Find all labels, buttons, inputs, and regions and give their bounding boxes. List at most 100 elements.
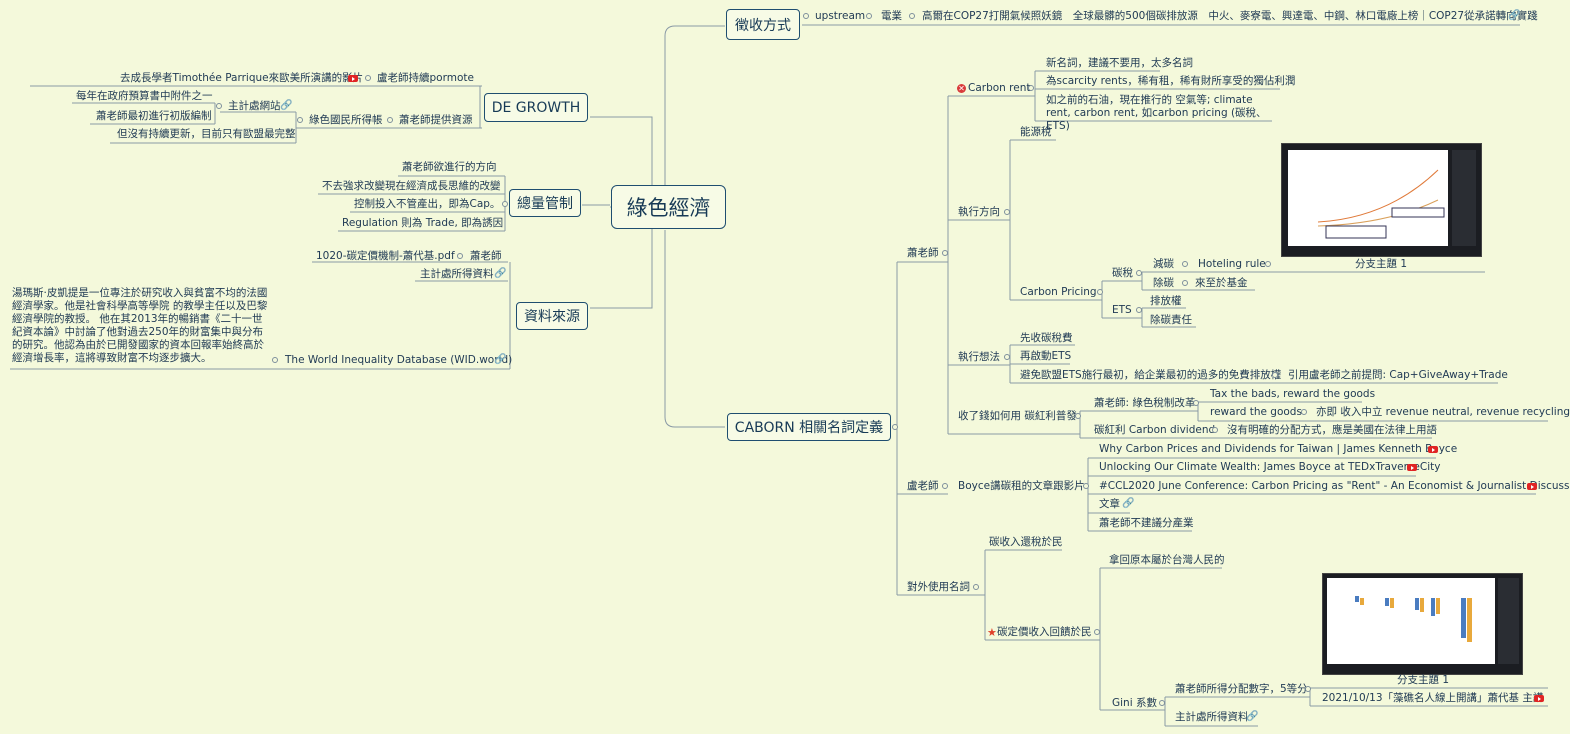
node-subtopic-1b[interactable]: 分支主題 1 xyxy=(1397,674,1450,686)
node-use-money[interactable]: 收了錢如何用 碳紅利普發 xyxy=(958,410,1077,422)
link-icon[interactable]: 🔗 xyxy=(1122,498,1135,509)
node-power-industry[interactable]: 電業 xyxy=(881,10,902,22)
collapse-dot[interactable] xyxy=(866,13,872,19)
node-return-tax[interactable]: 碳收入還稅於民 xyxy=(989,536,1063,548)
node-reward-goods[interactable]: reward the goods xyxy=(1210,406,1302,418)
node-gini-dgbas[interactable]: 主計處所得資料 xyxy=(1175,711,1249,723)
node-idea[interactable]: 執行想法 xyxy=(958,351,1000,363)
node-tax-bads[interactable]: Tax the bads, reward the goods xyxy=(1210,388,1376,400)
collapse-dot[interactable] xyxy=(1272,372,1278,378)
collapse-dot[interactable] xyxy=(1305,686,1311,692)
link-icon[interactable]: 🔗 xyxy=(1246,711,1259,722)
collapse-dot[interactable] xyxy=(1004,209,1010,215)
collapse-dot[interactable] xyxy=(1097,289,1103,295)
node-dgbas-income[interactable]: 主計處所得資料 xyxy=(420,268,494,280)
collapse-dot[interactable] xyxy=(973,584,979,590)
youtube-icon[interactable] xyxy=(1407,464,1417,471)
youtube-icon[interactable] xyxy=(1428,446,1438,453)
collapse-dot[interactable] xyxy=(909,13,915,19)
node-carbon-rent[interactable]: Carbon rent xyxy=(968,82,1031,94)
node-gini[interactable]: Gini 系數 xyxy=(1112,697,1157,709)
collapse-dot[interactable] xyxy=(1136,307,1142,313)
collapse-dot[interactable] xyxy=(892,424,898,430)
node-hotelling[interactable]: Hoteling rule xyxy=(1198,258,1266,270)
node-cap-2[interactable]: 不去強求改變現在經濟成長思維的改變 xyxy=(322,180,501,192)
branch-sources[interactable]: 資料來源 xyxy=(516,302,588,330)
branch-carbon-terms[interactable]: CABORN 相關名詞定義 xyxy=(727,413,891,441)
node-cr-new-term[interactable]: 新名詞，建議不要用，太多名詞 xyxy=(1046,57,1193,69)
node-dividend[interactable]: 碳紅利 Carbon dividend xyxy=(1094,424,1216,436)
node-reform[interactable]: 蕭老師: 綠色稅制改革 xyxy=(1094,397,1196,409)
collapse-dot[interactable] xyxy=(1028,85,1034,91)
node-parrique-video[interactable]: 去成長學者Timothée Parrique來歐美所演講的影片 xyxy=(120,72,364,84)
node-cr-scarcity[interactable]: 為scarcity rents，稀有租，稀有財所享受的獨佔利潤 xyxy=(1046,75,1296,87)
node-gini-quintile[interactable]: 蕭老師所得分配數字，5等分 xyxy=(1175,683,1308,695)
youtube-icon[interactable] xyxy=(1534,695,1544,702)
link-icon[interactable]: 🔗 xyxy=(280,100,293,111)
slide-thumbnail[interactable] xyxy=(1281,143,1482,257)
node-upstream[interactable]: upstream xyxy=(815,10,866,22)
node-revenue-return[interactable]: 碳定價收入回饋於民 xyxy=(997,626,1092,638)
node-no-industry[interactable]: 蕭老師不建議分產業 xyxy=(1099,517,1194,529)
collapse-dot[interactable] xyxy=(1136,270,1142,276)
node-idea-2[interactable]: 再啟動ETS xyxy=(1020,350,1072,362)
node-green-gnp[interactable]: 綠色國民所得帳 xyxy=(309,114,383,126)
collapse-dot[interactable] xyxy=(1301,409,1307,415)
collapse-dot[interactable] xyxy=(365,75,371,81)
link-icon[interactable]: 🔗 xyxy=(494,268,507,279)
collapse-dot[interactable] xyxy=(803,13,809,19)
node-gini-lecture[interactable]: 2021/10/13「藻礁名人線上開講」蕭代基 主講 xyxy=(1322,692,1544,704)
node-cap-3[interactable]: 控制投入不管產出，即為Cap。 xyxy=(354,198,501,210)
node-video-3[interactable]: #CCL2020 June Conference: Carbon Pricing… xyxy=(1099,480,1570,492)
node-wid[interactable]: The World Inequality Database (WID.world… xyxy=(285,354,513,366)
node-idea-3b[interactable]: 引用盧老師之前提問: Cap+GiveAway+Trade xyxy=(1288,369,1508,381)
collapse-dot[interactable] xyxy=(387,117,393,123)
collapse-dot[interactable] xyxy=(1212,427,1218,433)
node-lu-promote[interactable]: 盧老師持續pormote xyxy=(377,72,474,84)
branch-cap[interactable]: 總量管制 xyxy=(509,189,581,217)
collapse-dot[interactable] xyxy=(297,117,303,123)
node-permit[interactable]: 排放權 xyxy=(1150,295,1182,307)
node-not-updated[interactable]: 但沒有持續更新，目前只有歐盟最完整 xyxy=(117,128,296,140)
collapse-dot[interactable] xyxy=(942,483,948,489)
node-video-2[interactable]: Unlocking Our Climate Wealth: James Boyc… xyxy=(1099,461,1441,473)
collapse-dot[interactable] xyxy=(1193,400,1199,406)
node-article[interactable]: 文章 xyxy=(1099,498,1120,510)
branch-collection-method[interactable]: 徵收方式 xyxy=(726,9,800,40)
node-external-terms[interactable]: 對外使用名詞 xyxy=(907,581,970,593)
youtube-icon[interactable] xyxy=(1527,483,1537,490)
node-remove[interactable]: 除碳 xyxy=(1153,277,1174,289)
collapse-dot[interactable] xyxy=(1094,629,1100,635)
collapse-dot[interactable] xyxy=(942,250,948,256)
node-dgbas-site[interactable]: 主計處網站 xyxy=(228,100,281,112)
node-cop27-link[interactable]: 高爾在COP27打開氣候照妖鏡 全球最髒的500個碳排放源 中火、麥寮電、興達電… xyxy=(922,10,1538,22)
node-budget-annex[interactable]: 每年在政府預算書中附件之一 xyxy=(76,90,213,102)
collapse-dot[interactable] xyxy=(216,103,222,109)
node-removal-duty[interactable]: 除碳責任 xyxy=(1150,314,1192,326)
branch-degrowth[interactable]: DE GROWTH xyxy=(484,93,588,122)
link-icon[interactable]: 🔗 xyxy=(1508,10,1521,21)
link-icon[interactable]: 🔗 xyxy=(494,354,507,365)
node-energy-tax[interactable]: 能源稅 xyxy=(1020,126,1052,138)
node-ets[interactable]: ETS xyxy=(1112,304,1132,316)
node-take-back[interactable]: 拿回原本屬於台灣人民的 xyxy=(1109,554,1225,566)
collapse-dot[interactable] xyxy=(1265,261,1271,267)
node-revenue-neutral[interactable]: 亦即 收入中立 revenue neutral, revenue recycli… xyxy=(1316,406,1570,418)
node-xiao-teacher[interactable]: 蕭老師 xyxy=(470,250,502,262)
node-xiao-first-edition[interactable]: 蕭老師最初進行初版編制 xyxy=(96,110,212,122)
node-carbon-pricing[interactable]: Carbon Pricing xyxy=(1020,286,1097,298)
youtube-icon[interactable] xyxy=(348,75,358,82)
collapse-dot[interactable] xyxy=(457,253,463,259)
node-fund[interactable]: 來至於基金 xyxy=(1195,277,1248,289)
node-pdf[interactable]: 1020-碳定價機制-蕭代基.pdf xyxy=(316,250,455,262)
node-carbon-tax[interactable]: 碳稅 xyxy=(1112,267,1133,279)
collapse-dot[interactable] xyxy=(1075,413,1081,419)
slide-thumbnail[interactable] xyxy=(1322,573,1523,675)
collapse-dot[interactable] xyxy=(1083,483,1089,489)
node-boyce[interactable]: Boyce講碳租的文章跟影片 xyxy=(958,480,1085,492)
collapse-dot[interactable] xyxy=(1159,700,1165,706)
node-xiao[interactable]: 蕭老師 xyxy=(907,247,939,259)
node-subtopic-1[interactable]: 分支主題 1 xyxy=(1355,258,1408,270)
node-idea-1[interactable]: 先收碳稅費 xyxy=(1020,332,1073,344)
node-direction[interactable]: 執行方向 xyxy=(958,206,1000,218)
